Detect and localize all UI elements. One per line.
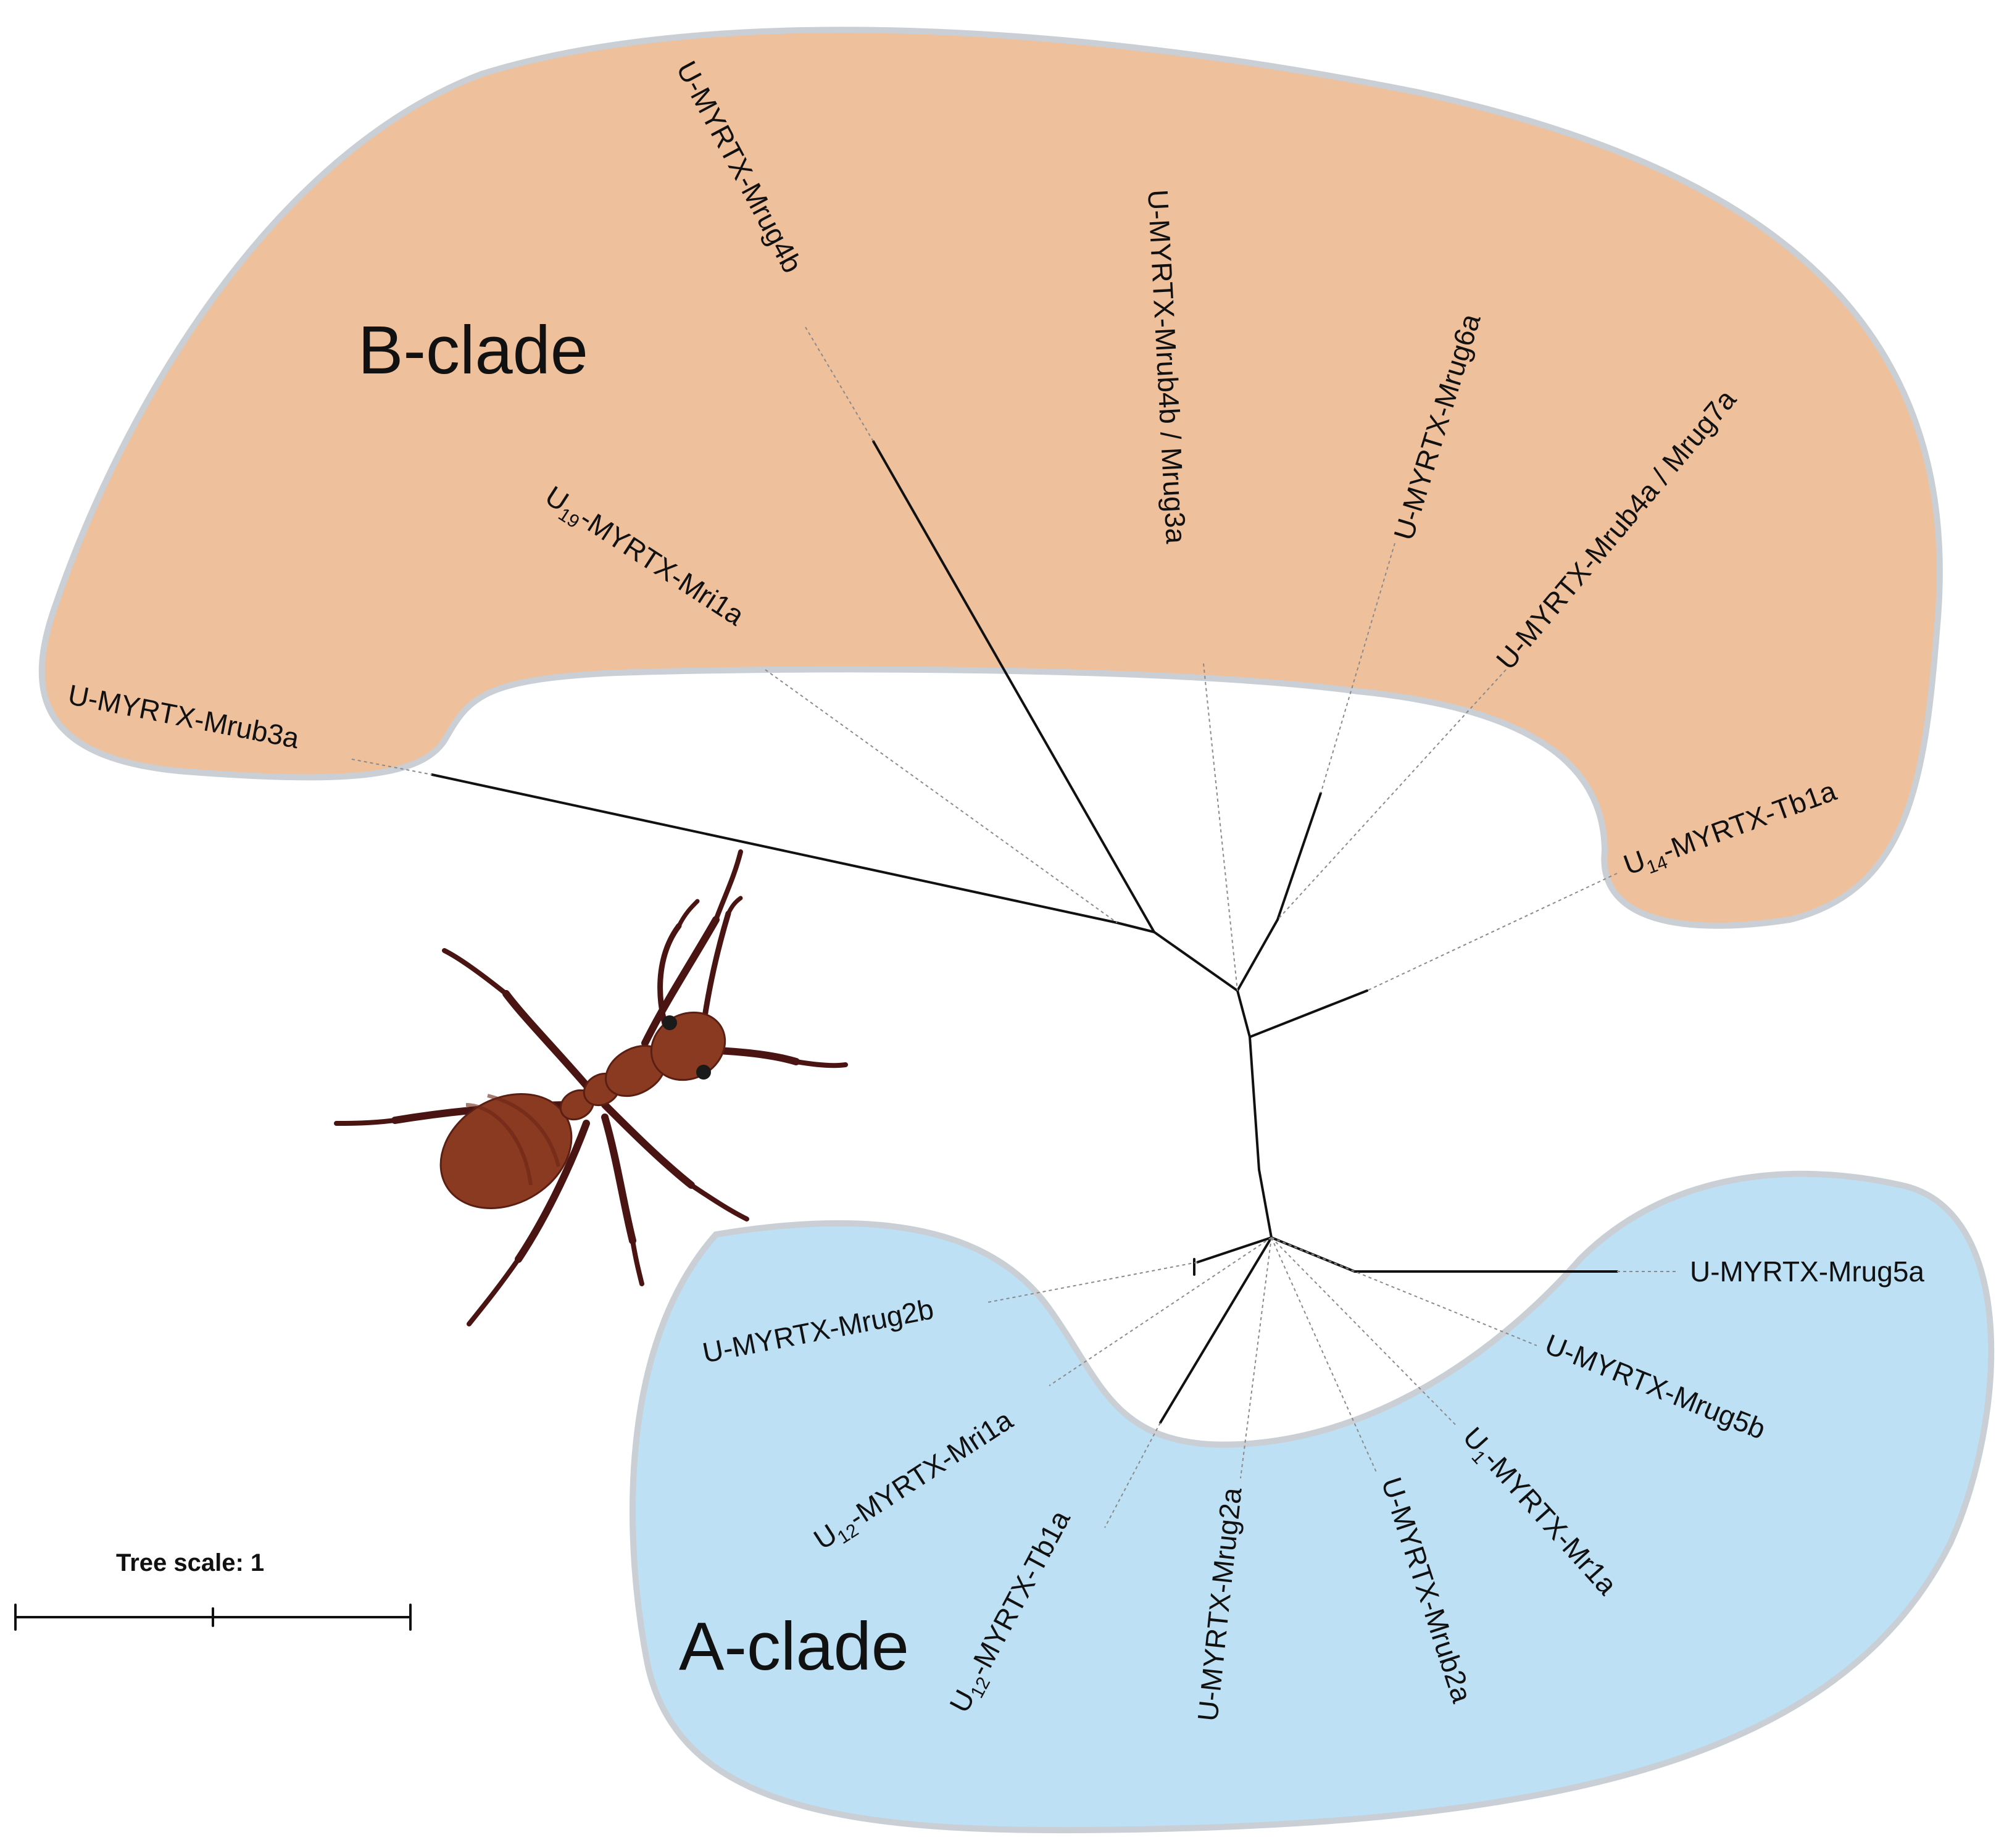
leader-a-mr1a xyxy=(1271,1237,1457,1426)
branch-b-internal-1 xyxy=(1116,922,1155,933)
a-clade-region xyxy=(630,1170,1995,1834)
branch-backbone-3 xyxy=(1258,1168,1273,1239)
branch-a-mrug2b xyxy=(1196,1236,1273,1263)
leader-b-mrub4a xyxy=(1277,669,1507,920)
leader-a-mri1a xyxy=(1049,1237,1272,1386)
branch-b-internal-2 xyxy=(1153,931,1239,992)
a-clade-title: A-clade xyxy=(679,1609,909,1684)
b-clade-title: B-clade xyxy=(358,312,588,388)
tree-branches xyxy=(431,440,1618,1424)
ant-icon xyxy=(334,849,848,1326)
tree-scale: Tree scale: 1 xyxy=(14,1549,412,1631)
tree-leaders xyxy=(351,327,1679,1528)
branch-b-mrub3a xyxy=(431,773,1118,924)
branch-b-tb1a xyxy=(1249,989,1368,1038)
leader-a-tb1a xyxy=(1104,1422,1161,1528)
leader-b-mri1a xyxy=(765,669,1118,923)
branch-b-mrug6a xyxy=(1276,792,1322,921)
leader-b-mrub4b xyxy=(1203,663,1238,991)
branch-backbone-2 xyxy=(1249,1036,1260,1171)
leader-a-mrug2b xyxy=(987,1262,1198,1303)
branch-a-tb1a xyxy=(1159,1236,1273,1424)
tree-scale-title: Tree scale: 1 xyxy=(116,1549,264,1576)
leader-b-mrub3a xyxy=(351,759,433,775)
leader-a-mrug5b xyxy=(1271,1237,1537,1346)
branch-b-internal-3 xyxy=(1236,918,1279,992)
b-clade-region xyxy=(38,27,1943,929)
leader-b-mrug6a xyxy=(1320,543,1395,794)
label-a-mrug5a: U-MYRTX-Mrug5a xyxy=(1690,1255,1924,1288)
leader-b-tb1a xyxy=(1366,873,1618,991)
branch-b-mrug4b xyxy=(872,440,1155,933)
branch-backbone-1 xyxy=(1236,989,1251,1038)
